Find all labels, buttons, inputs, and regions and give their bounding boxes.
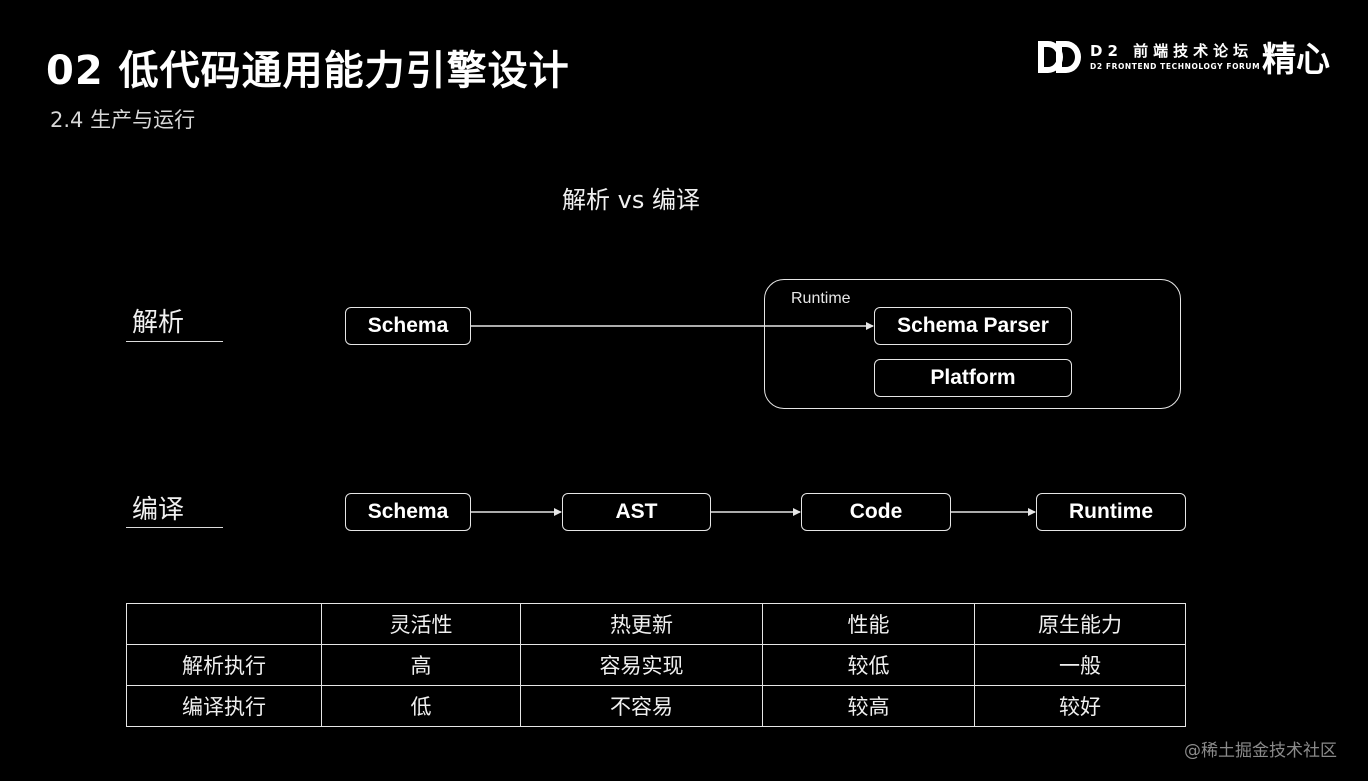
compile-row-label: 编译 [132,495,185,525]
table-row: 解析执行 高 容易实现 较低 一般 [126,644,1186,686]
table-header-cell: 性能 [762,603,975,645]
d2-forum-name-en: D2 FRONTEND TECHNOLOGY FORUM [1090,62,1261,71]
table-header-cell: 灵活性 [321,603,521,645]
runtime-group-label: Runtime [791,290,851,307]
compile-row-underline [126,527,223,528]
watermark: @稀土掘金技术社区 [1184,741,1337,761]
runtime-group [764,279,1181,409]
table-cell: 编译执行 [126,685,322,727]
table-cell: 低 [321,685,521,727]
comparison-table: 灵活性 热更新 性能 原生能力 解析执行 高 容易实现 较低 一般 编译执行 低… [126,603,1186,727]
table-cell: 较高 [762,685,975,727]
page-subtitle: 2.4 生产与运行 [50,108,196,132]
table-cell: 高 [321,644,521,686]
table-cell: 一般 [974,644,1186,686]
d2-logo-icon [1038,41,1081,73]
runtime-node: Runtime [1036,493,1186,531]
table-cell: 较低 [762,644,975,686]
table-header-cell: 热更新 [520,603,763,645]
table-cell: 不容易 [520,685,763,727]
page-title: 02 低代码通用能力引擎设计 [46,48,570,94]
table-row: 编译执行 低 不容易 较高 较好 [126,685,1186,727]
table-cell: 解析执行 [126,644,322,686]
table-header-cell: 原生能力 [974,603,1186,645]
code-node: Code [801,493,951,531]
table-header-cell [126,603,322,645]
compile-schema-node: Schema [345,493,471,531]
parse-row-underline [126,341,223,342]
schema-parser-node: Schema Parser [874,307,1072,345]
partner-logo: 精心 [1262,40,1330,80]
parse-row-label: 解析 [132,308,185,338]
d2-forum-name-cn: D2 前端技术论坛 [1090,42,1254,60]
parse-schema-node: Schema [345,307,471,345]
diagram-title: 解析 vs 编译 [562,186,700,214]
platform-node: Platform [874,359,1072,397]
table-cell: 较好 [974,685,1186,727]
table-cell: 容易实现 [520,644,763,686]
ast-node: AST [562,493,711,531]
table-header-row: 灵活性 热更新 性能 原生能力 [126,603,1186,645]
